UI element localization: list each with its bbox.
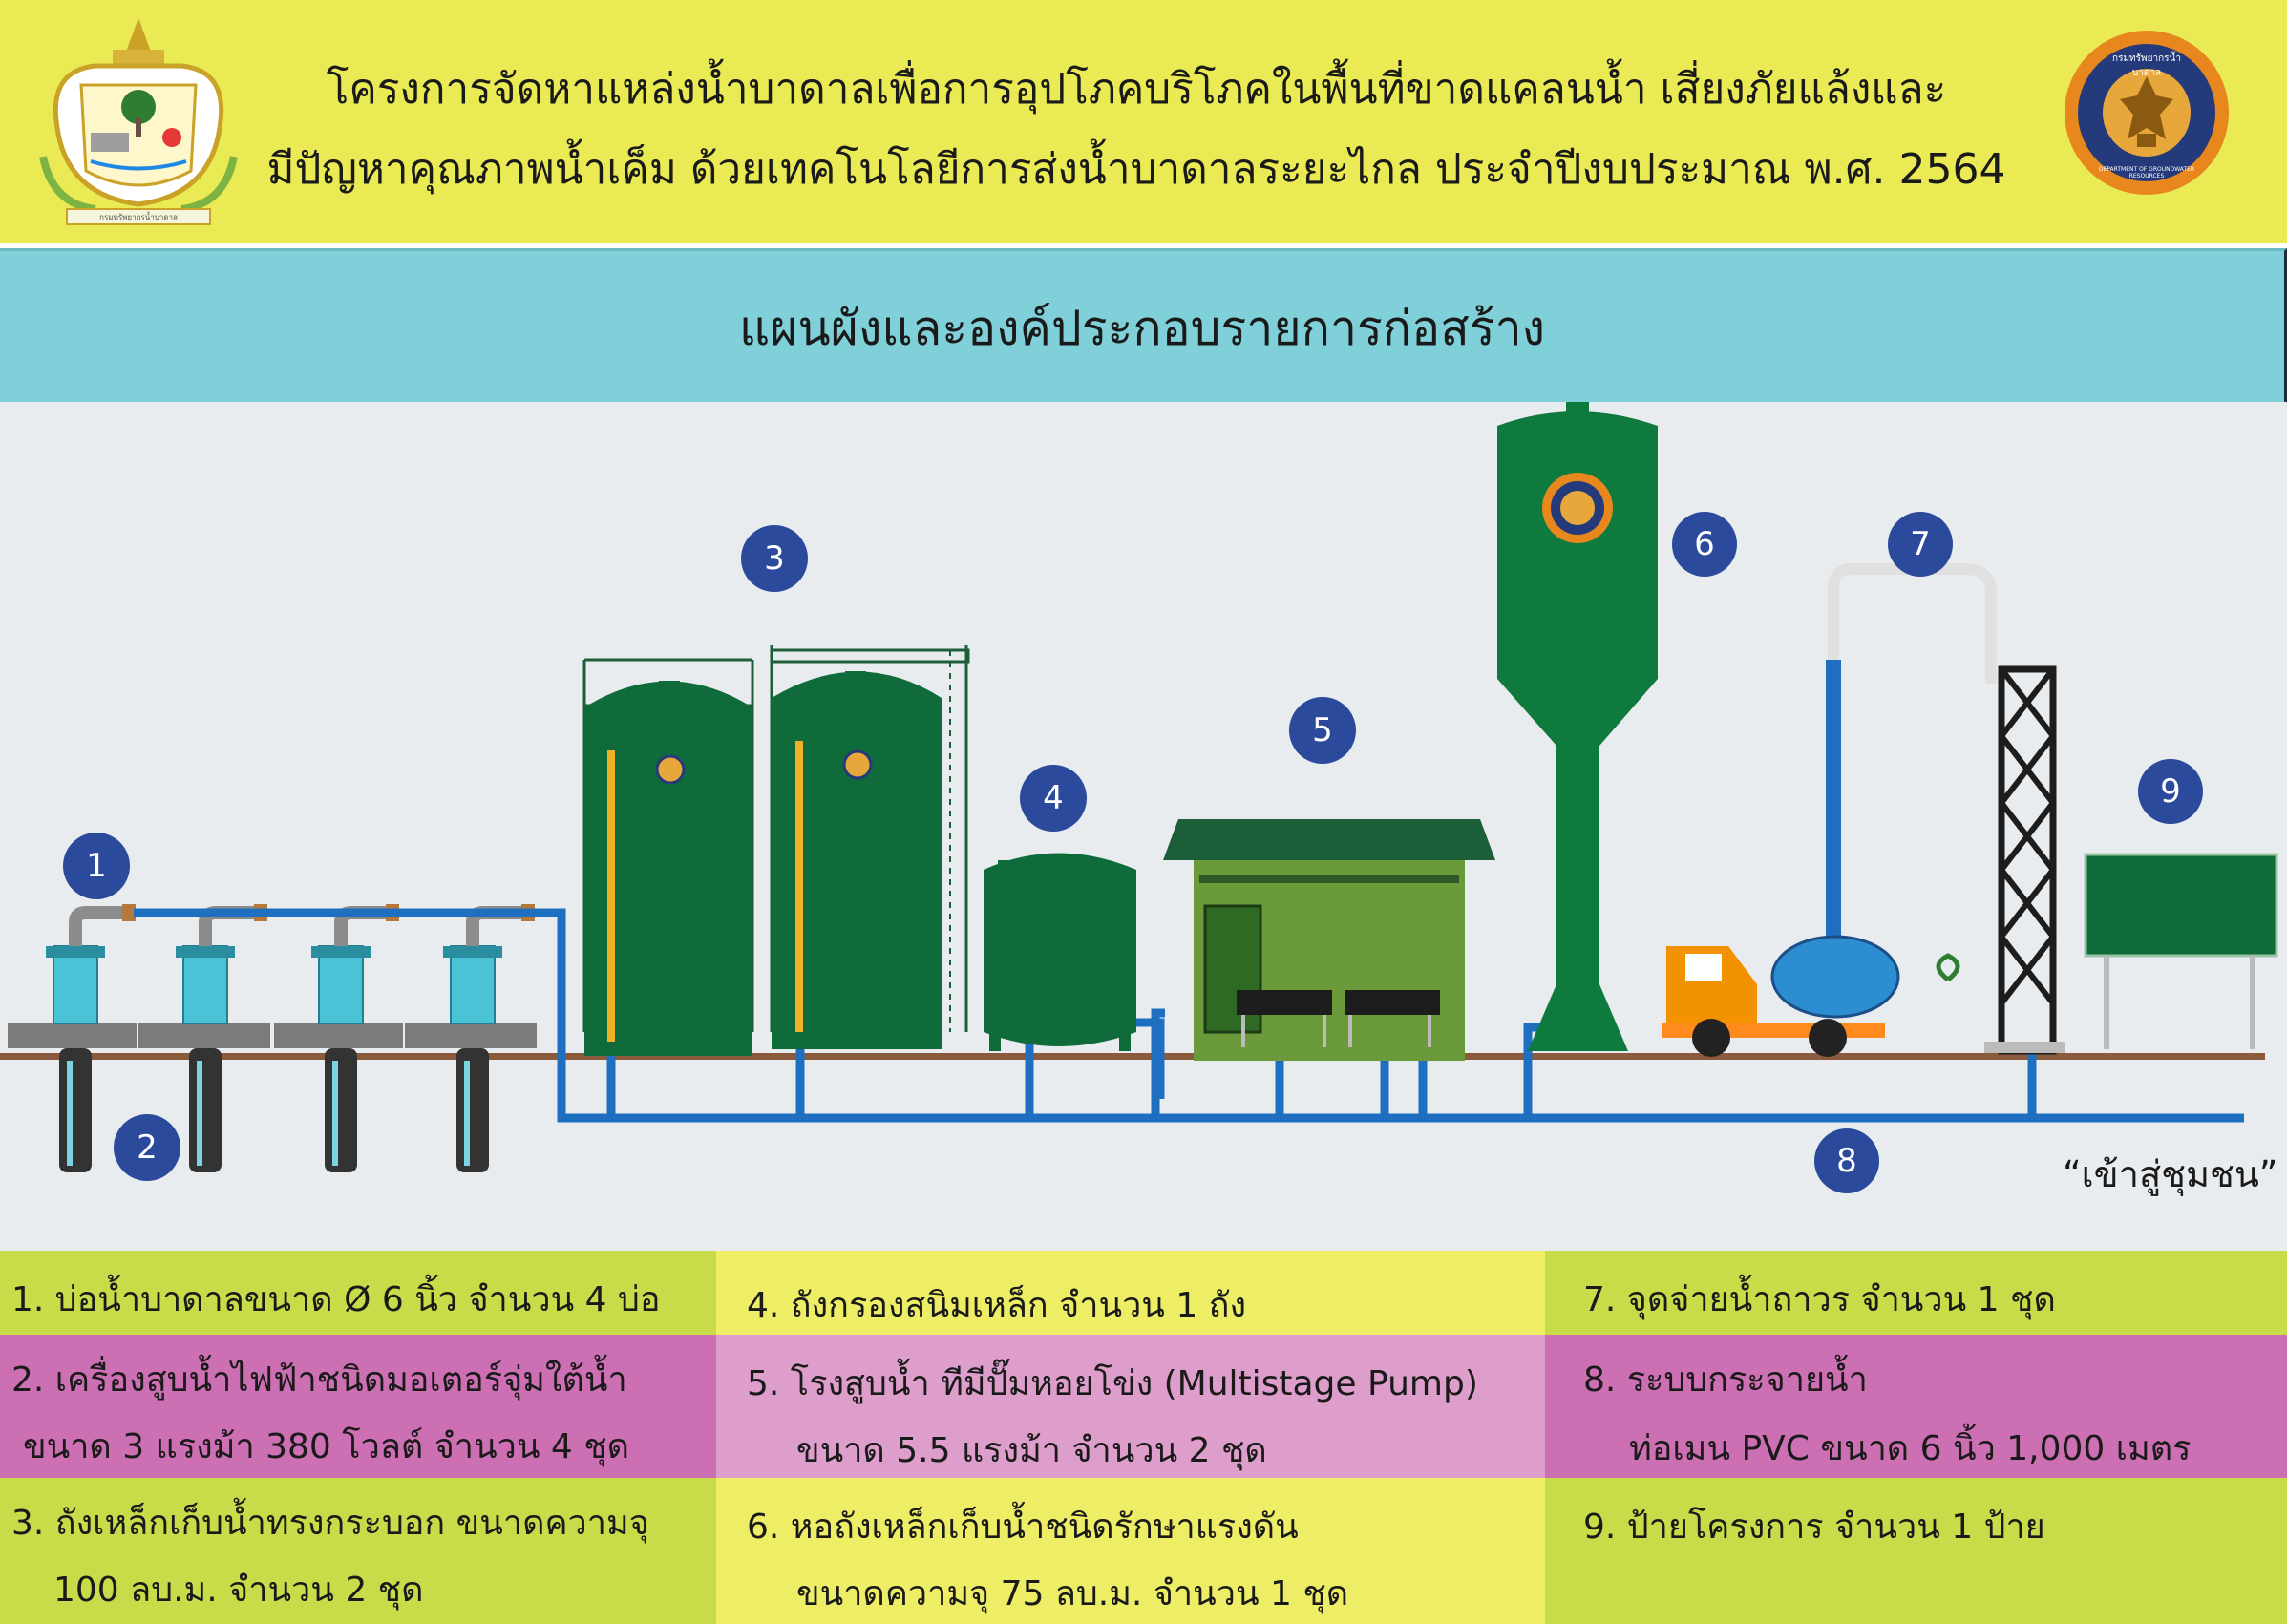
- left-emblem-logo: กรมทรัพยากรน้ำบาดาล: [38, 13, 239, 231]
- item-1-line-1: 1. บ่อน้ำบาดาลขนาด Ø 6 นิ้ว จำนวน 4 บ่อ: [11, 1280, 661, 1319]
- marker-3: 3: [741, 525, 808, 592]
- right-logo-english-text: DEPARTMENT OF GROUNDWATER RESOURCES: [2098, 166, 2195, 179]
- item-8-line-2: ท่อเมน PVC ขนาด 6 นิ้ว 1,000 เมตร: [1629, 1429, 2192, 1468]
- project-title-line-1: โครงการจัดหาแหล่งน้ำบาดาลเพื่อการอุปโภคบ…: [326, 65, 1947, 114]
- item-2-line-2: ขนาด 3 แรงม้า 380 โวลต์ จำนวน 4 ชุด: [23, 1427, 630, 1466]
- item-3-line-2: 100 ลบ.ม. จำนวน 2 ชุด: [53, 1571, 424, 1610]
- item-5: 5. โรงสูบน้ำ ทีมีปั๊มหอยโข่ง (Multistage…: [716, 1335, 1545, 1478]
- groundwater-wells: [8, 904, 537, 1172]
- item-2: 2. เครื่องสูบน้ำไฟฟ้าชนิดมอเตอร์จุ่มใต้น…: [0, 1335, 716, 1478]
- construction-layout-diagram: 1 2 3 4 5 6 7 8 9 “เข้าสู่ชุมชน”: [0, 402, 2287, 1251]
- item-8: 8. ระบบกระจายน้ำ ท่อเมน PVC ขนาด 6 นิ้ว …: [1545, 1335, 2287, 1478]
- cylindrical-steel-tanks: [582, 645, 970, 1056]
- ground-line: [0, 1053, 2265, 1060]
- iron-filter-tank: [984, 853, 1136, 1051]
- project-title-line-2: มีปัญหาคุณภาพน้ำเค็ม ด้วยเทคโนโลยีการส่ง…: [266, 145, 2006, 194]
- section-title: แผนผังและองค์ประกอบรายการก่อสร้าง: [738, 301, 1546, 356]
- pump-house: [1163, 819, 1495, 1061]
- marker-7: 7: [1888, 512, 1953, 577]
- water-dispensing-point: [1662, 563, 2065, 1057]
- item-6-line-1: 6. หอถังเหล็กเก็บน้ำชนิดรักษาแรงดัน: [747, 1508, 1299, 1547]
- project-sign: [2084, 853, 2278, 1049]
- item-3-line-1: 3. ถังเหล็กเก็บน้ำทรงกระบอก ขนาดความจุ: [11, 1504, 649, 1543]
- item-7-line-1: 7. จุดจ่ายน้ำถาวร จำนวน 1 ชุด: [1583, 1280, 2056, 1319]
- marker-6: 6: [1672, 512, 1737, 577]
- item-1: 1. บ่อน้ำบาดาลขนาด Ø 6 นิ้ว จำนวน 4 บ่อ: [0, 1251, 716, 1335]
- community-label: “เข้าสู่ชุมชน”: [2063, 1153, 2278, 1195]
- right-logo-thai-text: กรมทรัพยากรน้ำบาดาล: [2112, 53, 2181, 78]
- item-6-line-2: ขนาดความจุ 75 ลบ.ม. จำนวน 1 ชุด: [796, 1574, 1349, 1613]
- item-8-line-1: 8. ระบบกระจายน้ำ: [1583, 1360, 1868, 1400]
- item-3: 3. ถังเหล็กเก็บน้ำทรงกระบอก ขนาดความจุ 1…: [0, 1478, 716, 1624]
- item-9-line-1: 9. ป้ายโครงการ จำนวน 1 ป้าย: [1583, 1508, 2045, 1547]
- marker-8: 8: [1814, 1128, 1879, 1193]
- marker-5: 5: [1289, 697, 1356, 764]
- item-2-line-1: 2. เครื่องสูบน้ำไฟฟ้าชนิดมอเตอร์จุ่มใต้น…: [11, 1360, 627, 1400]
- header: กรมทรัพยากรน้ำบาดาล โครงการจัดหาแหล่งน้ำ…: [0, 0, 2287, 243]
- construction-items-list: 1. บ่อน้ำบาดาลขนาด Ø 6 นิ้ว จำนวน 4 บ่อ …: [0, 1251, 2287, 1624]
- marker-9: 9: [2138, 759, 2203, 824]
- item-4: 4. ถังกรองสนิมเหล็ก จำนวน 1 ถัง: [716, 1251, 1545, 1335]
- item-5-line-2: ขนาด 5.5 แรงม้า จำนวน 2 ชุด: [796, 1431, 1267, 1470]
- item-7: 7. จุดจ่ายน้ำถาวร จำนวน 1 ชุด: [1545, 1251, 2287, 1335]
- item-5-line-1: 5. โรงสูบน้ำ ทีมีปั๊มหอยโข่ง (Multistage…: [747, 1364, 1478, 1403]
- marker-2: 2: [114, 1114, 180, 1181]
- item-6: 6. หอถังเหล็กเก็บน้ำชนิดรักษาแรงดัน ขนาด…: [716, 1478, 1545, 1624]
- marker-1: 1: [63, 833, 130, 899]
- item-9: 9. ป้ายโครงการ จำนวน 1 ป้าย: [1545, 1478, 2287, 1624]
- right-department-seal-logo: กรมทรัพยากรน้ำบาดาล DEPARTMENT OF GROUND…: [2061, 27, 2233, 199]
- marker-4: 4: [1020, 765, 1087, 832]
- pressure-tank-tower: [1497, 402, 1658, 1051]
- item-4-line-1: 4. ถังกรองสนิมเหล็ก จำนวน 1 ถัง: [747, 1286, 1247, 1325]
- left-logo-caption: กรมทรัพยากรน้ำบาดาล: [99, 213, 178, 221]
- section-title-band: แผนผังและองค์ประกอบรายการก่อสร้าง: [0, 248, 2287, 406]
